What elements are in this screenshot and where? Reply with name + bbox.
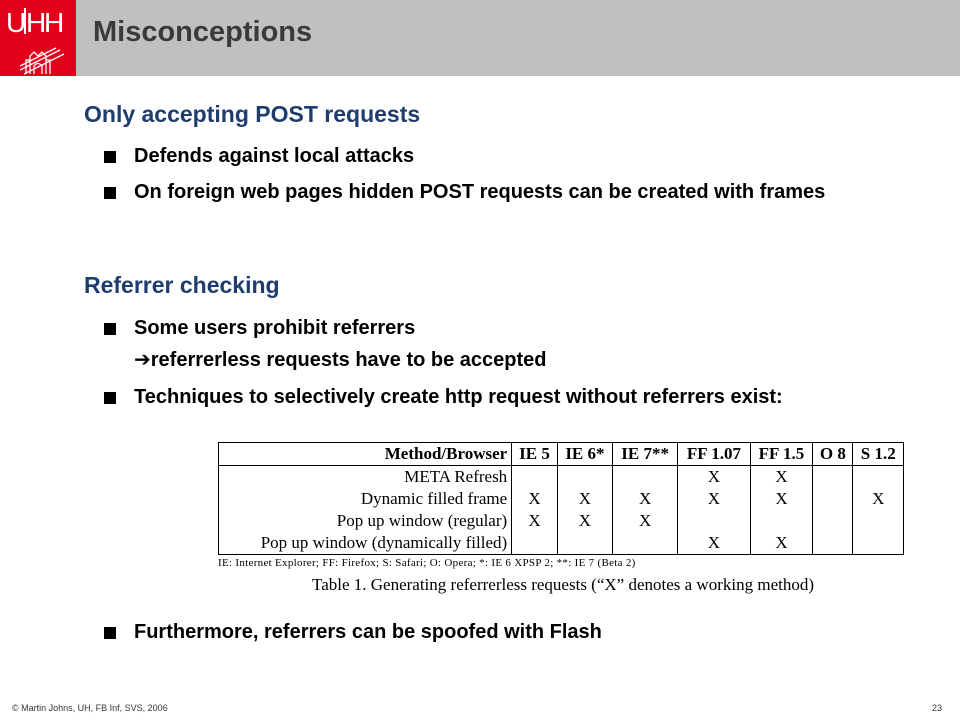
bullet-local-attacks: Defends against local attacks [134, 145, 415, 167]
table-cell: X [852, 488, 904, 510]
table-cell: X [556, 510, 614, 532]
table-cell: X [511, 488, 558, 510]
slide-title: Misconceptions [93, 16, 313, 48]
section-heading-referrer: Referrer checking [84, 272, 280, 298]
hamburg-castle-icon: U H H [6, 7, 65, 75]
table-header-cell: IE 7** [612, 442, 679, 466]
table-cell [556, 465, 614, 488]
table-header-cell: IE 5 [511, 442, 558, 466]
svg-text:U: U [6, 7, 25, 38]
table-header-cell: FF 1.07 [677, 442, 751, 466]
slide-header: U H H Misconceptions [0, 0, 960, 76]
table-cell: X [749, 465, 814, 488]
table-cell [812, 532, 854, 555]
bullet-techniques: Techniques to selectively create http re… [134, 386, 783, 408]
table-abbreviation-note: IE: Internet Explorer; FF: Firefox; S: S… [218, 557, 636, 569]
table-row: Pop up window (regular) X X X [217, 510, 904, 532]
table-row: META Refresh X X [217, 465, 904, 488]
table-cell [677, 510, 751, 532]
table-cell: X [556, 488, 614, 510]
table-cell: X [677, 465, 751, 488]
table-header-cell: Method/Browser [217, 442, 513, 466]
table-cell [812, 510, 854, 532]
table-row: Dynamic filled frame X X X X X X [217, 488, 904, 510]
bullet-referrerless-text: referrerless requests have to be accepte… [150, 349, 547, 371]
table-cell: X [511, 510, 558, 532]
referrerless-table: Method/Browser IE 5 IE 6* IE 7** FF 1.07… [217, 442, 904, 555]
table-cell [612, 465, 679, 488]
table-header-cell: O 8 [812, 442, 854, 466]
table-caption: Table 1. Generating referrerless request… [312, 575, 814, 594]
footer-copyright: © Martin Johns, UH, FB Inf, SVS, 2006 [12, 703, 168, 713]
table-cell [812, 465, 854, 488]
bullet-marker [104, 627, 116, 639]
table-cell: X [749, 532, 814, 555]
table-cell: META Refresh [217, 465, 513, 488]
bullet-marker [104, 323, 116, 335]
table-cell: X [749, 488, 814, 510]
table-header-row: Method/Browser IE 5 IE 6* IE 7** FF 1.07… [217, 442, 904, 466]
section-heading-post: Only accepting POST requests [84, 101, 421, 127]
svg-text:H: H [26, 7, 44, 38]
table-cell [511, 465, 558, 488]
page-number: 23 [932, 703, 943, 713]
table-cell [852, 510, 904, 532]
bullet-prohibit-text: Some users prohibit referrers [134, 317, 416, 339]
bullet-marker [104, 187, 116, 199]
bullet-hidden-post: On foreign web pages hidden POST request… [134, 181, 826, 203]
table-cell: X [677, 532, 751, 555]
arrow-right-icon: ➔ [134, 347, 151, 371]
table-cell [511, 532, 558, 555]
table-cell: Dynamic filled frame [217, 488, 513, 510]
bullet-flash-spoofing: Furthermore, referrers can be spoofed wi… [134, 621, 602, 643]
table-cell [852, 465, 904, 488]
referrerless-table-figure: Method/Browser IE 5 IE 6* IE 7** FF 1.07… [217, 442, 908, 595]
table-cell [612, 532, 679, 555]
table-cell [812, 488, 854, 510]
table-cell [852, 532, 904, 555]
table-cell: Pop up window (dynamically filled) [217, 532, 513, 555]
table-cell: X [612, 510, 679, 532]
table-cell: X [677, 488, 751, 510]
bullet-marker [104, 151, 116, 163]
svg-text:H: H [44, 7, 62, 38]
table-header-cell: FF 1.5 [749, 442, 814, 466]
university-logo: U H H [0, 0, 76, 76]
table-cell [556, 532, 614, 555]
table-header-cell: IE 6* [556, 442, 614, 466]
table-cell: Pop up window (regular) [217, 510, 513, 532]
table-cell [749, 510, 814, 532]
table-row: Pop up window (dynamically filled) X X [217, 532, 904, 555]
table-header-cell: S 1.2 [852, 442, 904, 466]
bullet-prohibit-referrers: Some users prohibit referrers ➔referrerl… [134, 313, 934, 376]
table-cell: X [612, 488, 679, 510]
bullet-marker [104, 392, 116, 404]
